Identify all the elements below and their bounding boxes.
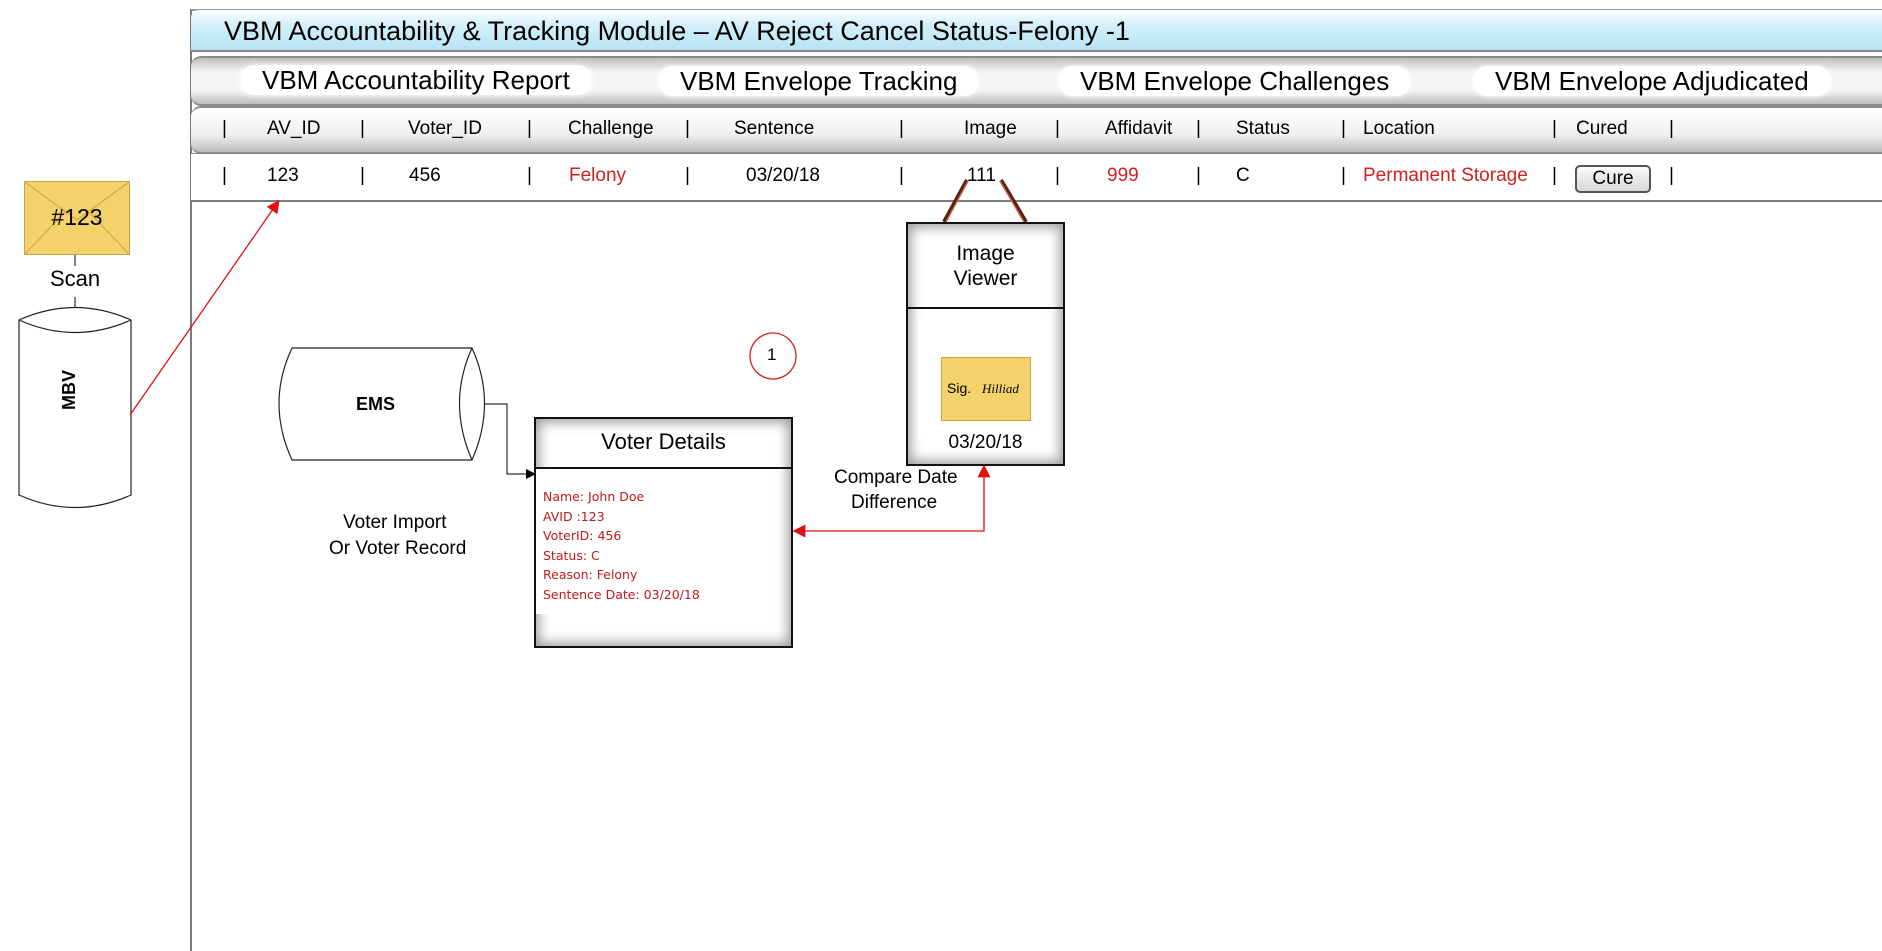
ems-caption-line2: Or Voter Record xyxy=(329,538,467,559)
cell-status: C xyxy=(1236,165,1250,186)
mbv-label: MBV xyxy=(59,370,79,410)
voter-detail-voterid: VoterID: 456 xyxy=(543,528,622,543)
compare-date-arrow xyxy=(792,464,991,538)
column-separator: | xyxy=(1341,165,1346,186)
cell-av-id: 123 xyxy=(267,165,299,186)
ems-caption-line1: Voter Import xyxy=(343,512,447,533)
cell-affidavit: 999 xyxy=(1107,165,1139,186)
cell-image[interactable]: 111 xyxy=(967,165,996,186)
header-affidavit: Affidavit xyxy=(1105,118,1173,139)
sig-label: Sig. xyxy=(947,380,972,396)
step-marker-circle xyxy=(749,332,797,380)
signature-text: Hilliad xyxy=(982,381,1019,396)
envelope-label: #123 xyxy=(51,204,103,230)
tab-accountability-report[interactable]: VBM Accountability Report xyxy=(240,65,592,95)
header-image: Image xyxy=(964,118,1017,139)
column-separator: | xyxy=(1055,118,1060,139)
compare-label-line2: Difference xyxy=(851,492,938,513)
ems-cylinder xyxy=(278,347,485,461)
column-separator: | xyxy=(222,165,227,186)
voter-detail-avid: AVID :123 xyxy=(543,508,605,524)
voter-detail-reason: Reason: Felony xyxy=(543,567,638,582)
compare-label-line1: Compare Date xyxy=(834,467,958,488)
signature-envelope: Sig. Hilliad xyxy=(941,357,1031,421)
envelope-icon: #123 xyxy=(24,181,130,255)
voter-detail-name: Name: John Doe xyxy=(543,489,645,504)
image-viewer-date: 03/20/18 xyxy=(948,432,1023,453)
column-separator: | xyxy=(899,118,904,139)
cell-voter-id: 456 xyxy=(409,165,441,186)
column-separator: | xyxy=(360,165,365,186)
scan-label: Scan xyxy=(50,266,101,291)
cell-sentence: 03/20/18 xyxy=(746,165,820,186)
column-separator: | xyxy=(1196,118,1201,139)
image-link-hook xyxy=(942,178,1028,224)
image-viewer-panel[interactable]: Image Viewer Sig. Hilliad 03/20/18 xyxy=(906,222,1065,466)
header-voter-id: Voter_ID xyxy=(408,118,482,139)
column-separator: | xyxy=(685,165,690,186)
tab-envelope-tracking[interactable]: VBM Envelope Tracking xyxy=(658,66,980,96)
header-sentence: Sentence xyxy=(734,118,815,139)
header-challenge: Challenge xyxy=(568,118,654,139)
tab-envelope-adjudicated[interactable]: VBM Envelope Adjudicated xyxy=(1473,66,1831,96)
image-viewer-title-line1: Image xyxy=(956,242,1015,265)
ems-label: EMS xyxy=(356,394,396,414)
cure-button[interactable]: Cure xyxy=(1575,165,1651,193)
step-marker: 1 xyxy=(767,345,777,364)
column-separator: | xyxy=(685,118,690,139)
column-separator: | xyxy=(1341,118,1346,139)
column-separator: | xyxy=(1552,118,1557,139)
column-separator: | xyxy=(527,165,532,186)
column-separator: | xyxy=(1669,118,1674,139)
column-separator: | xyxy=(899,165,904,186)
header-av-id: AV_ID xyxy=(267,118,321,139)
window-title: VBM Accountability & Tracking Module – A… xyxy=(224,16,1130,46)
table-header-row: | AV_ID | Voter_ID | Challenge | Sentenc… xyxy=(191,106,1882,154)
cell-challenge: Felony xyxy=(569,165,627,186)
voter-detail-status: Status: C xyxy=(543,547,600,563)
image-viewer-title-line2: Viewer xyxy=(953,267,1018,290)
column-separator: | xyxy=(1669,165,1674,186)
tab-envelope-challenges[interactable]: VBM Envelope Challenges xyxy=(1058,66,1412,96)
mbv-cylinder xyxy=(18,307,132,508)
column-separator: | xyxy=(1055,165,1060,186)
header-location: Location xyxy=(1363,118,1435,139)
column-separator: | xyxy=(222,118,227,139)
column-separator: | xyxy=(360,118,365,139)
cell-location: Permanent Storage xyxy=(1363,165,1528,186)
mbv-to-avid-arrow xyxy=(129,199,280,416)
voter-details-list: Name: John Doe AVID :123 VoterID: 456 St… xyxy=(543,487,700,604)
title-bar xyxy=(191,10,1882,52)
voter-details-title: Voter Details xyxy=(601,429,726,454)
ems-to-voter-details-arrow xyxy=(485,403,536,479)
header-cured: Cured xyxy=(1576,118,1628,139)
column-separator: | xyxy=(527,118,532,139)
column-separator: | xyxy=(1552,165,1557,186)
nav-bar: VBM Accountability Report VBM Envelope T… xyxy=(191,56,1882,106)
voter-detail-sentence-date: Sentence Date: 03/20/18 xyxy=(543,586,700,602)
voter-details-panel: Voter Details Name: John Doe AVID :123 V… xyxy=(534,417,793,648)
column-separator: | xyxy=(1196,165,1201,186)
header-status: Status xyxy=(1236,118,1290,139)
